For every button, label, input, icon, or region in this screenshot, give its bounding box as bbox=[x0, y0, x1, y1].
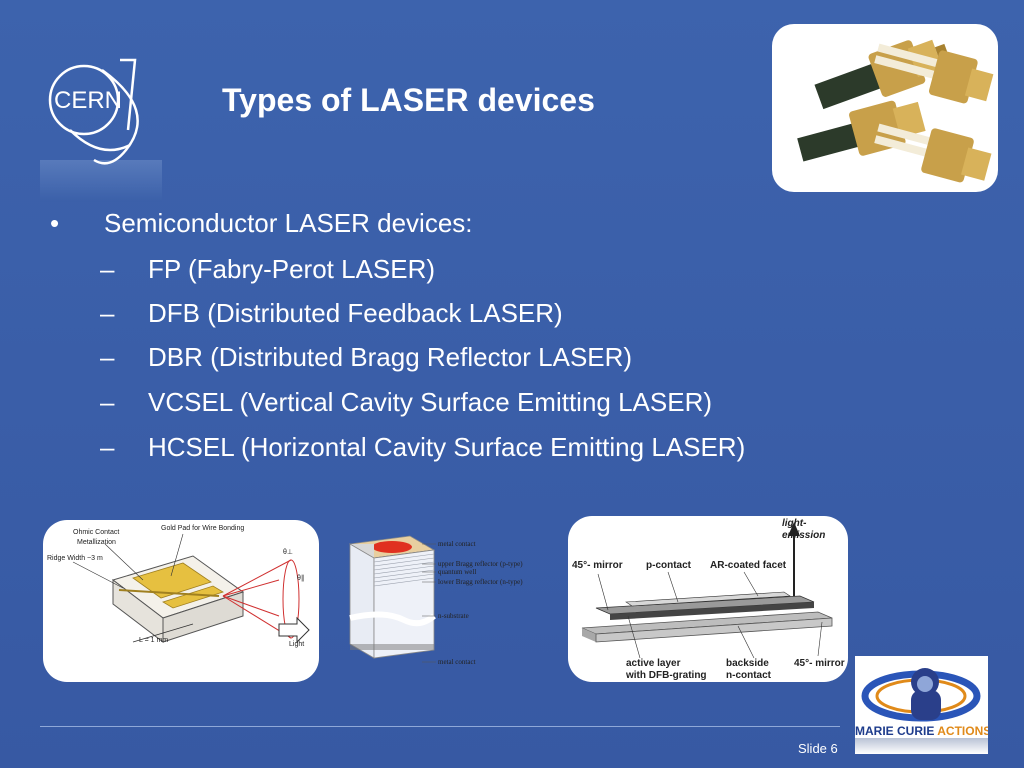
light-label: Light bbox=[289, 641, 304, 648]
sub-bullet-dash: – bbox=[100, 298, 115, 328]
sub-bullet-text: VCSEL (Vertical Cavity Surface Emitting … bbox=[148, 387, 713, 417]
mirror-right-label: 45°- mirror bbox=[794, 658, 845, 669]
backside-label: backside bbox=[726, 658, 769, 669]
marie-curie-logo: MARIE CURIE ACTIONS bbox=[855, 656, 988, 754]
light-emission-label-1: light- bbox=[782, 518, 807, 529]
lower-bragg-label: lower Bragg reflector (n-type) bbox=[438, 578, 523, 586]
vcsel-diagram: metal contact upper Bragg reflector (p-t… bbox=[344, 532, 558, 668]
quantum-well-label: quantum well bbox=[438, 568, 476, 576]
sub-bullet-text: DBR (Distributed Bragg Reflector LASER) bbox=[148, 342, 633, 372]
laser-packages-photo bbox=[772, 24, 998, 192]
cern-logo-text: CERN bbox=[54, 87, 122, 114]
upper-bragg-label: upper Bragg reflector (p-type) bbox=[438, 560, 523, 568]
theta-perp-label: θ⊥ bbox=[283, 549, 293, 556]
length-label: L = 1 mm bbox=[139, 637, 168, 644]
theta-par-label: θ∥ bbox=[297, 574, 304, 582]
footer-divider bbox=[40, 726, 840, 727]
metal-contact-bottom-label: metal contact bbox=[438, 658, 476, 666]
sub-bullet-dash: – bbox=[100, 254, 115, 284]
sub-bullet-dash: – bbox=[100, 432, 115, 462]
edge-emitter-diagram: Ohmic Contact Metallization Gold Pad for… bbox=[43, 520, 319, 682]
dfb-grating-label: with DFB-grating bbox=[625, 670, 707, 681]
marie-curie-text-name: MARIE CURIE bbox=[855, 724, 935, 738]
bullet-dot: • bbox=[50, 208, 60, 238]
cern-logo: CERN bbox=[40, 50, 162, 202]
marie-curie-text: MARIE CURIE ACTIONS bbox=[855, 724, 988, 738]
n-contact-label: n-contact bbox=[726, 670, 772, 681]
metal-contact-top-label: metal contact bbox=[438, 540, 476, 548]
gold-pad-label: Gold Pad for Wire Bonding bbox=[161, 525, 244, 532]
sub-bullet-text: HCSEL (Horizontal Cavity Surface Emittin… bbox=[148, 432, 746, 462]
hcsel-diagram: light- emission 45°- mirror p-contact AR… bbox=[568, 516, 848, 682]
ohmic-contact-label: Ohmic Contact bbox=[73, 529, 119, 536]
mirror-left-label: 45°- mirror bbox=[572, 560, 623, 571]
metallization-label: Metallization bbox=[77, 539, 116, 546]
sub-bullet-dash: – bbox=[100, 342, 115, 372]
p-contact-label: p-contact bbox=[646, 560, 692, 571]
marie-curie-text-actions: ACTIONS bbox=[937, 724, 988, 738]
light-emission-label-2: emission bbox=[782, 530, 825, 541]
bullet-text: Semiconductor LASER devices: bbox=[104, 208, 473, 238]
ridge-width-label: Ridge Width ~3 m bbox=[47, 555, 103, 562]
ar-coated-facet-label: AR-coated facet bbox=[710, 560, 787, 571]
n-substrate-label: n-substrate bbox=[438, 612, 469, 620]
sub-bullet-dash: – bbox=[100, 387, 115, 417]
sub-bullet-text: FP (Fabry-Perot LASER) bbox=[148, 254, 436, 284]
slide-number: Slide 6 bbox=[798, 741, 838, 756]
logo-reflection bbox=[855, 738, 988, 754]
active-layer-label: active layer bbox=[626, 658, 681, 669]
sub-bullet-text: DFB (Distributed Feedback LASER) bbox=[148, 298, 563, 328]
slide-title: Types of LASER devices bbox=[222, 82, 595, 118]
